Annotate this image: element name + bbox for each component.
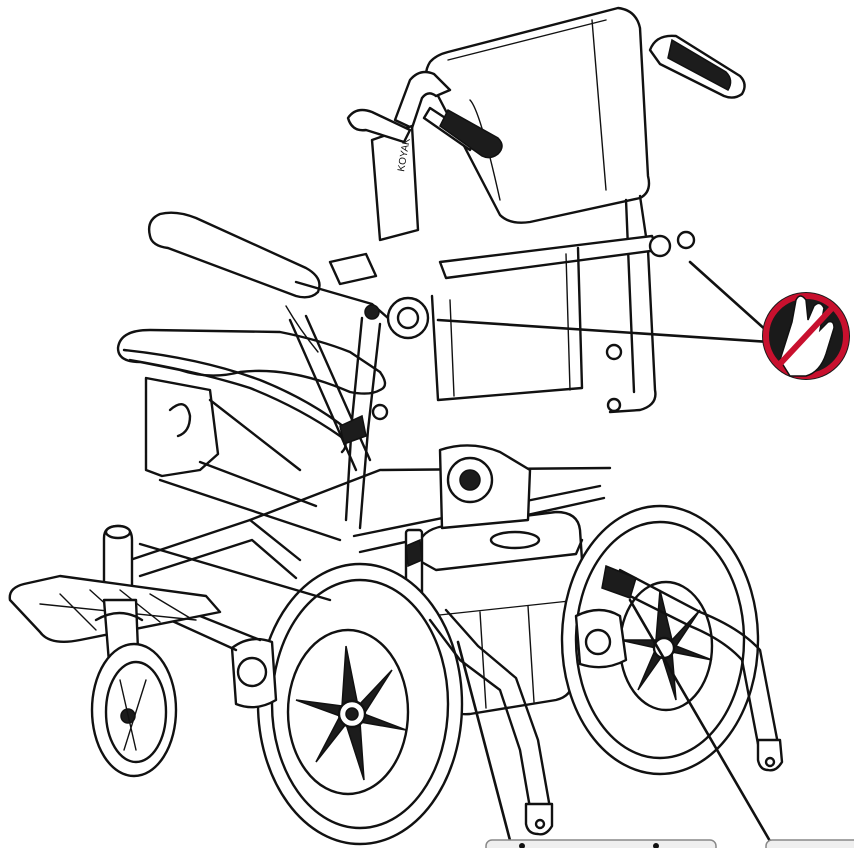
push-handle-right [648, 34, 746, 99]
warning-slash [775, 303, 837, 369]
anti-tip-left [428, 608, 554, 836]
wheel-rear-left [230, 562, 464, 846]
armrest [147, 211, 390, 320]
callout-dot [519, 843, 525, 848]
push-handle-left [346, 106, 503, 159]
no-hand-warning-icon [762, 292, 850, 380]
pivot-joint [364, 296, 430, 340]
callout-box-right [765, 839, 854, 848]
front-frame [102, 518, 332, 652]
side-frame [144, 376, 342, 542]
leader-lines [436, 260, 776, 848]
anti-tip-right [601, 564, 784, 772]
backrest [424, 6, 651, 224]
wheel-rear-right [560, 504, 760, 776]
callout-dot [653, 843, 659, 848]
motor-housing [438, 444, 532, 530]
callout-boxes [485, 839, 854, 848]
backrest-frame: KOYAK [370, 70, 696, 414]
caster-wheel [90, 598, 178, 778]
